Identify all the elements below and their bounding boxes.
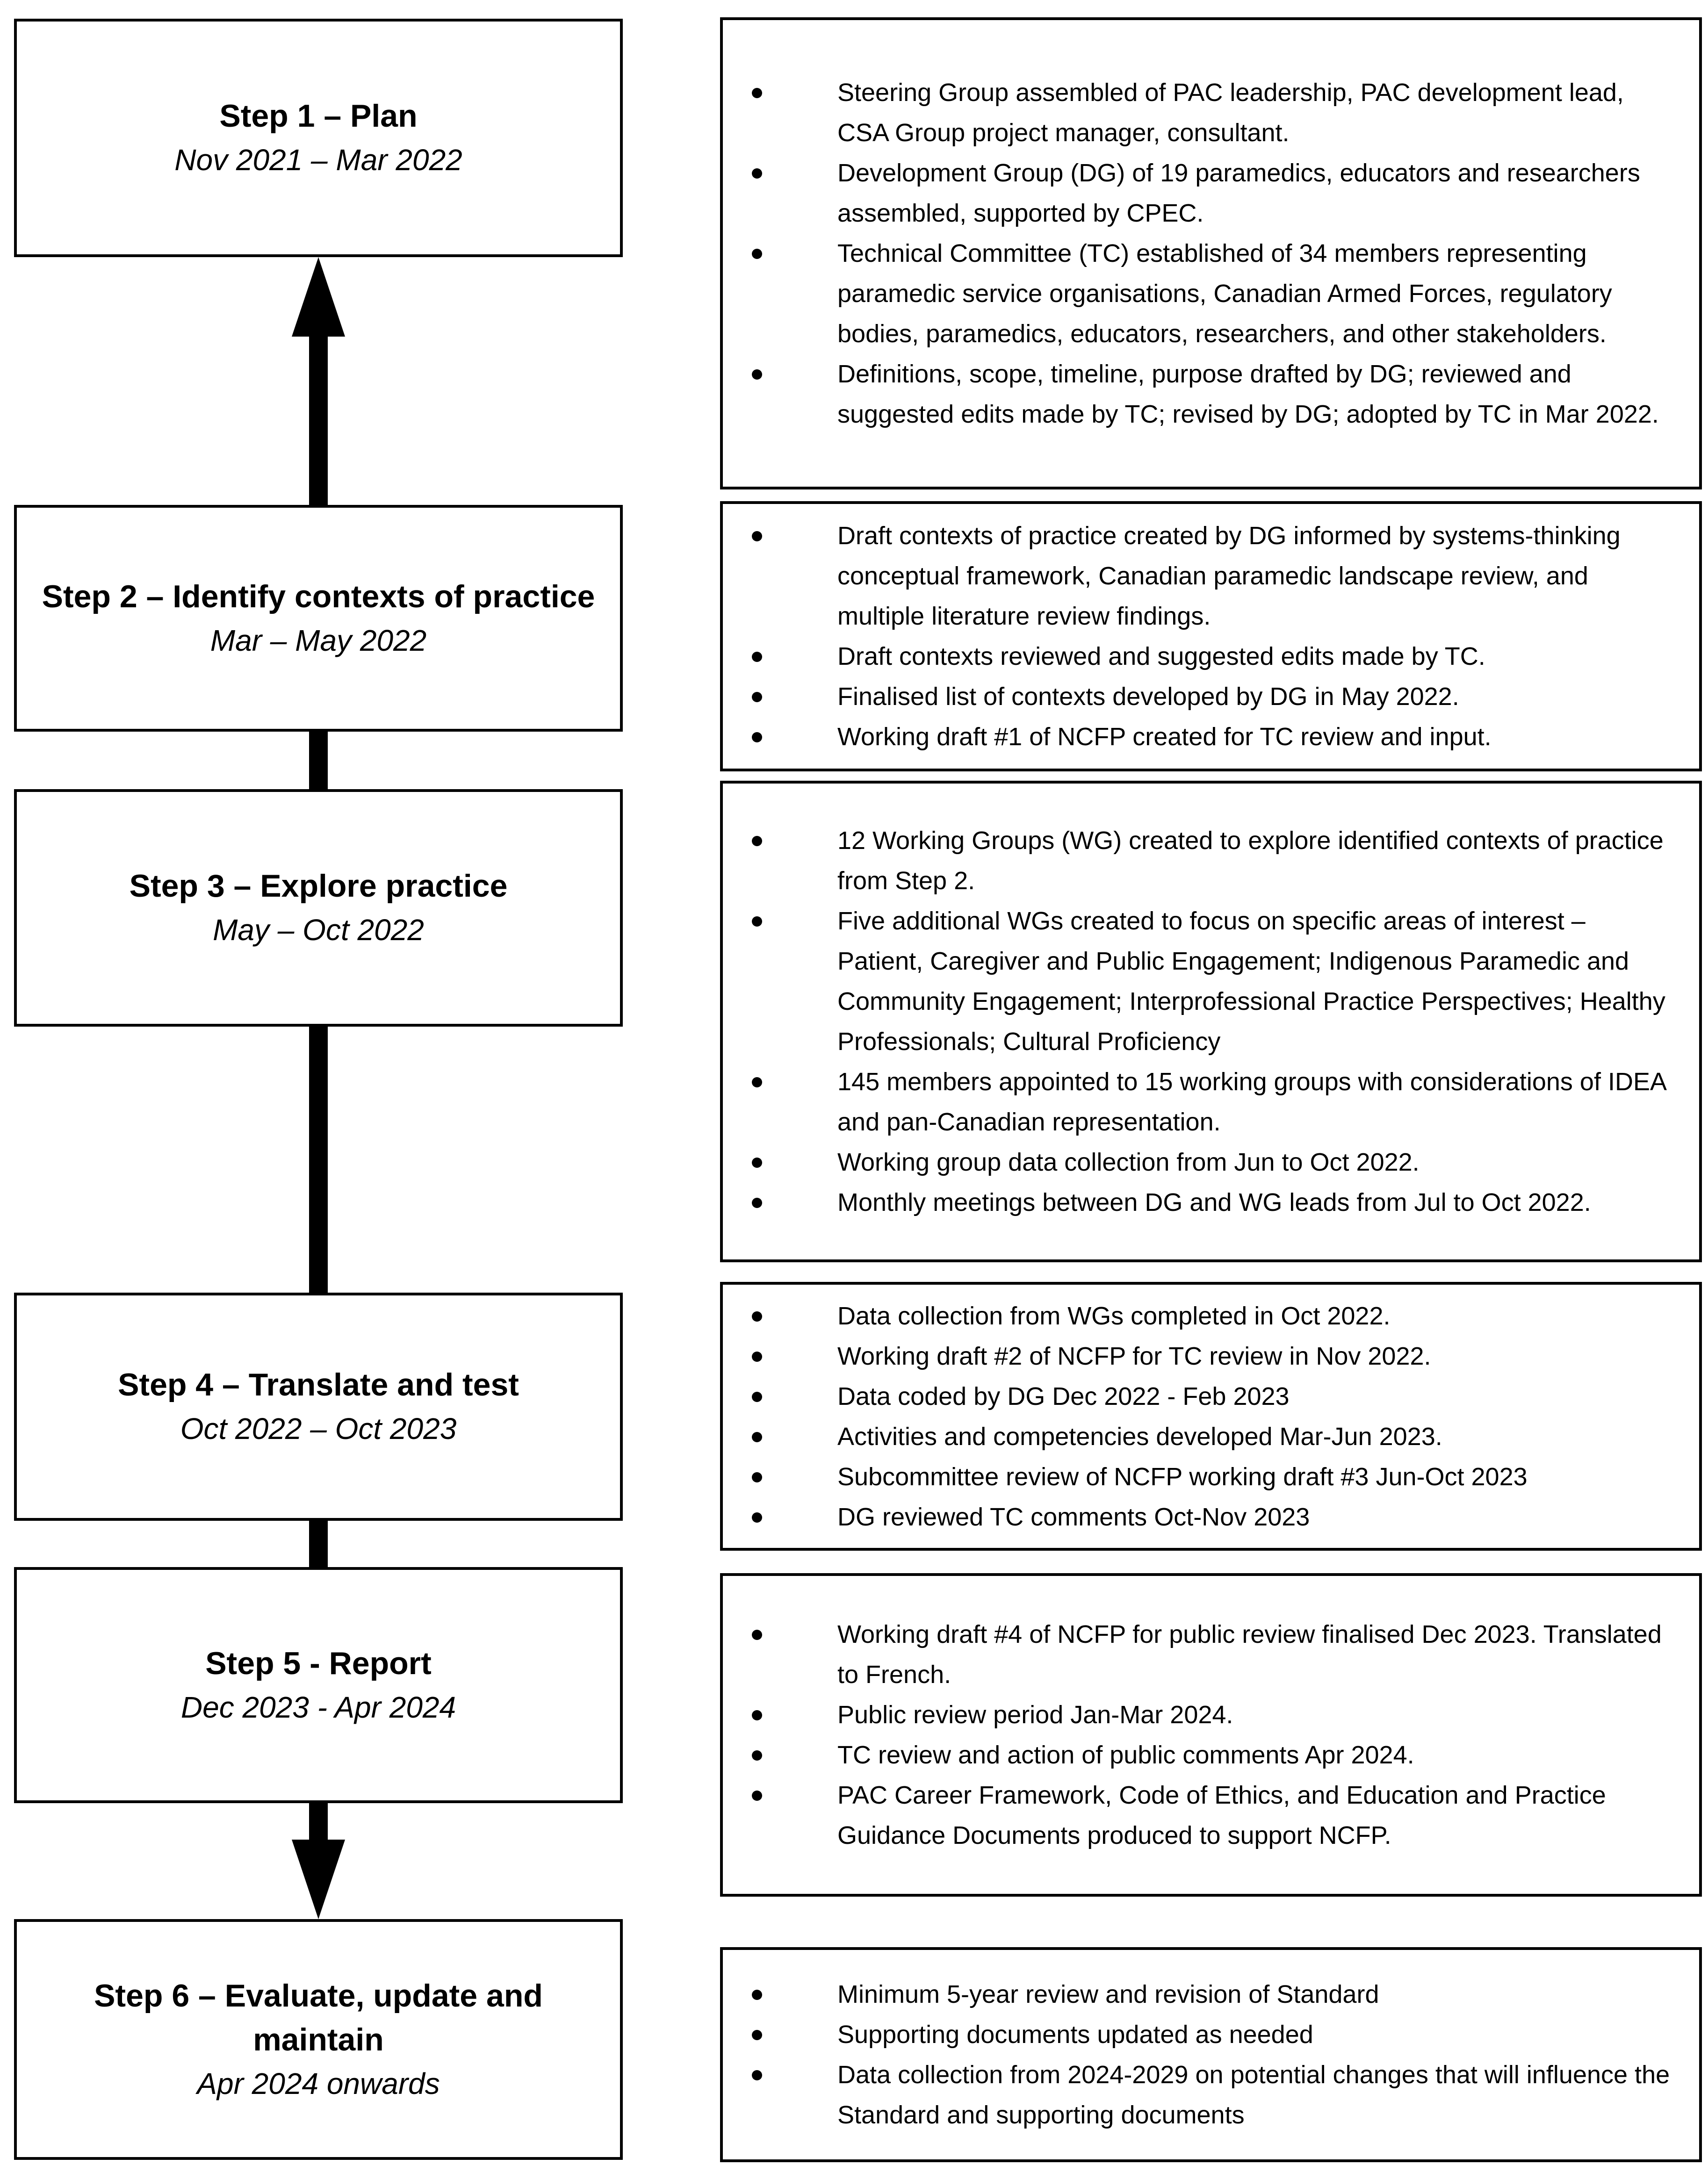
bullet-item: Working draft #2 of NCFP for TC review i…	[751, 1336, 1671, 1376]
bullet-item: 145 members appointed to 15 working grou…	[751, 1062, 1671, 1142]
bullet-item: Public review period Jan-Mar 2024.	[751, 1695, 1671, 1735]
bullet-item: Working draft #4 of NCFP for public revi…	[751, 1614, 1671, 1695]
bullet-item: Draft contexts reviewed and suggested ed…	[751, 636, 1671, 676]
step-6-title: Step 6 – Evaluate, update and maintain	[94, 1978, 543, 2057]
bullet-item: 12 Working Groups (WG) created to explor…	[751, 820, 1671, 901]
step-box-1: Step 1 – Plan Nov 2021 – Mar 2022	[14, 19, 623, 257]
connector-step2-step1	[309, 335, 328, 505]
step-3-title: Step 3 – Explore practice	[129, 868, 508, 904]
bullet-list-6: Minimum 5-year review and revision of St…	[723, 1974, 1699, 2135]
bullet-item: Working draft #1 of NCFP created for TC …	[751, 717, 1671, 757]
step-box-3: Step 3 – Explore practice May – Oct 2022	[14, 789, 623, 1027]
detail-box-1: Steering Group assembled of PAC leadersh…	[720, 17, 1702, 489]
bullet-list-5: Working draft #4 of NCFP for public revi…	[723, 1614, 1699, 1856]
detail-box-4: Data collection from WGs completed in Oc…	[720, 1282, 1702, 1551]
step-5-title: Step 5 - Report	[205, 1645, 432, 1681]
bullet-list-1: Steering Group assembled of PAC leadersh…	[723, 72, 1699, 434]
bullet-item: Finalised list of contexts developed by …	[751, 676, 1671, 717]
connector-step4-step5	[309, 1520, 328, 1568]
step-2-dates: Mar – May 2022	[210, 623, 427, 657]
bullet-item: TC review and action of public comments …	[751, 1735, 1671, 1775]
bullet-item: Data collection from 2024-2029 on potent…	[751, 2055, 1671, 2135]
bullet-list-2: Draft contexts of practice created by DG…	[723, 516, 1699, 757]
bullet-list-4: Data collection from WGs completed in Oc…	[723, 1296, 1699, 1537]
bullet-item: DG reviewed TC comments Oct-Nov 2023	[751, 1497, 1671, 1537]
arrow-down-icon	[292, 1840, 345, 1919]
bullet-item: Data collection from WGs completed in Oc…	[751, 1296, 1671, 1336]
connector-step2-step3	[309, 731, 328, 790]
bullet-item: Working group data collection from Jun t…	[751, 1142, 1671, 1182]
bullet-item: PAC Career Framework, Code of Ethics, an…	[751, 1775, 1671, 1856]
bullet-item: Activities and competencies developed Ma…	[751, 1417, 1671, 1457]
step-1-title: Step 1 – Plan	[219, 98, 418, 134]
step-2-title: Step 2 – Identify contexts of practice	[42, 578, 595, 614]
step-1-dates: Nov 2021 – Mar 2022	[174, 143, 462, 177]
bullet-item: Monthly meetings between DG and WG leads…	[751, 1182, 1671, 1223]
step-4-title: Step 4 – Translate and test	[118, 1367, 519, 1403]
step-4-dates: Oct 2022 – Oct 2023	[180, 1412, 457, 1446]
bullet-list-3: 12 Working Groups (WG) created to explor…	[723, 820, 1699, 1223]
step-6-dates: Apr 2024 onwards	[197, 2066, 440, 2100]
step-box-2: Step 2 – Identify contexts of practice M…	[14, 505, 623, 732]
bullet-item: Subcommittee review of NCFP working draf…	[751, 1457, 1671, 1497]
bullet-item: Five additional WGs created to focus on …	[751, 901, 1671, 1062]
connector-step3-step4	[309, 1026, 328, 1294]
bullet-item: Technical Committee (TC) established of …	[751, 233, 1671, 354]
arrow-up-icon	[292, 257, 345, 337]
detail-box-6: Minimum 5-year review and revision of St…	[720, 1947, 1702, 2162]
step-box-6: Step 6 – Evaluate, update and maintain A…	[14, 1919, 623, 2160]
bullet-item: Definitions, scope, timeline, purpose dr…	[751, 354, 1671, 434]
bullet-item: Data coded by DG Dec 2022 - Feb 2023	[751, 1376, 1671, 1417]
step-3-dates: May – Oct 2022	[213, 913, 424, 947]
bullet-item: Development Group (DG) of 19 paramedics,…	[751, 153, 1671, 233]
bullet-item: Draft contexts of practice created by DG…	[751, 516, 1671, 636]
detail-box-3: 12 Working Groups (WG) created to explor…	[720, 781, 1702, 1262]
step-5-dates: Dec 2023 - Apr 2024	[180, 1690, 456, 1724]
detail-box-5: Working draft #4 of NCFP for public revi…	[720, 1573, 1702, 1897]
detail-box-2: Draft contexts of practice created by DG…	[720, 501, 1702, 771]
step-box-5: Step 5 - Report Dec 2023 - Apr 2024	[14, 1567, 623, 1803]
step-box-4: Step 4 – Translate and test Oct 2022 – O…	[14, 1293, 623, 1521]
bullet-item: Steering Group assembled of PAC leadersh…	[751, 72, 1671, 153]
connector-step5-step6	[309, 1802, 328, 1841]
bullet-item: Minimum 5-year review and revision of St…	[751, 1974, 1671, 2014]
bullet-item: Supporting documents updated as needed	[751, 2014, 1671, 2055]
